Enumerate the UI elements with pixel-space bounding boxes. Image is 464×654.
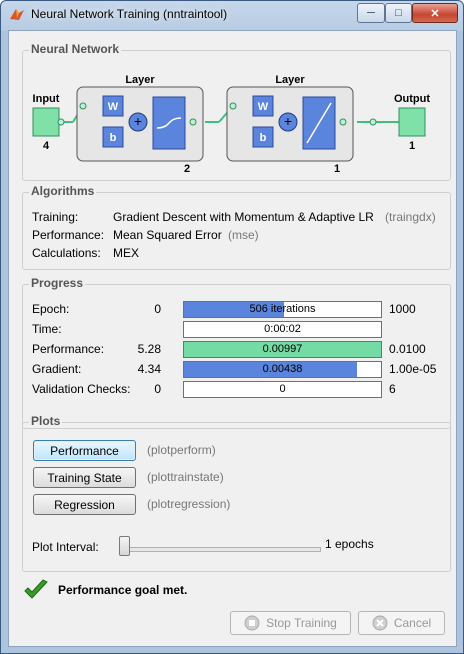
layer1-w-label: W <box>108 101 119 113</box>
time-bar: 0:00:02 <box>183 321 382 338</box>
algorithms-group: Algorithms Training: Gradient Descent wi… <box>22 184 451 270</box>
perf-bar-fill <box>184 342 381 357</box>
training-state-plot-func: (plottrainstate) <box>147 470 224 484</box>
close-button[interactable]: ✕ <box>412 3 458 23</box>
layer2-w-label: W <box>258 101 269 113</box>
client-area: Neural Network <box>8 30 457 647</box>
gradient-start: 4.34 <box>137 362 161 376</box>
window-title: Neural Network Training (nntraintool) <box>31 7 228 21</box>
layer2-b-label: b <box>260 132 267 144</box>
training-state-plot-button[interactable]: Training State <box>33 467 136 488</box>
output-node <box>369 118 377 126</box>
layer2-out-node <box>339 118 347 126</box>
stop-training-button[interactable]: Stop Training <box>230 611 351 635</box>
plots-group: Plots Performance (plotperform) Training… <box>22 414 451 572</box>
epoch-bar-text: 506 iterations <box>249 303 316 315</box>
stop-icon <box>244 615 260 631</box>
network-diagram: + + Input 4 Layer <box>32 74 430 175</box>
validation-bar-text: 0 <box>279 383 286 395</box>
validation-bar: 0 <box>183 381 382 398</box>
input-box <box>32 107 60 137</box>
svg-text:+: + <box>134 113 142 129</box>
progress-group: Progress Epoch: 0 506 iterations 1000 Ti… <box>22 276 451 429</box>
training-label: Training: <box>32 210 79 224</box>
algorithms-title: Algorithms <box>29 184 97 198</box>
layer2-b-box <box>252 126 274 148</box>
input-size: 4 <box>43 140 50 152</box>
time-label: Time: <box>32 322 62 336</box>
layer1-out-node <box>189 118 197 126</box>
stop-training-label: Stop Training <box>266 616 337 630</box>
training-value: Gradient Descent with Momentum & Adaptiv… <box>113 210 374 224</box>
gradient-end: 1.00e-05 <box>389 362 437 376</box>
layer1-size: 2 <box>184 163 190 175</box>
validation-start: 0 <box>154 382 161 396</box>
gradient-bar-text: 0.00438 <box>262 363 303 375</box>
performance-label: Performance: <box>32 228 105 242</box>
matlab-icon <box>10 9 24 20</box>
layer1-b-box <box>102 126 124 148</box>
maximize-button[interactable]: □ <box>385 3 412 23</box>
layer1-w-box <box>102 95 124 117</box>
neural-network-title: Neural Network <box>29 42 122 56</box>
plot-interval-label: Plot Interval: <box>32 540 99 554</box>
layer2-size: 1 <box>334 163 340 175</box>
svg-text:+: + <box>284 113 292 129</box>
perf-start: 5.28 <box>137 342 161 356</box>
regression-plot-button[interactable]: Regression <box>33 494 136 515</box>
validation-end: 6 <box>389 382 396 396</box>
gradient-label: Gradient: <box>32 362 82 376</box>
performance-code: (mse) <box>228 228 259 242</box>
performance-value: Mean Squared Error <box>113 228 222 242</box>
gradient-bar-fill <box>184 362 358 377</box>
purelin-line <box>306 102 332 144</box>
tansig-curve <box>156 117 182 129</box>
perf-bar-text: 0.00997 <box>262 343 303 355</box>
perf-bar: 0.00997 <box>183 341 382 358</box>
progress-title: Progress <box>29 276 86 290</box>
regression-plot-func: (plotregression) <box>147 497 231 511</box>
output-size: 1 <box>409 140 415 152</box>
title-bar[interactable]: Neural Network Training (nntraintool) ─ … <box>1 1 463 29</box>
plots-title: Plots <box>29 414 63 428</box>
input-label: Input <box>33 93 60 105</box>
layer1-in-node <box>79 102 87 110</box>
layer2-title: Layer <box>275 74 305 86</box>
validation-label: Validation Checks: <box>32 382 131 396</box>
gradient-bar: 0.00438 <box>183 361 382 378</box>
calculations-label: Calculations: <box>32 246 101 260</box>
epoch-bar-fill <box>184 302 284 317</box>
output-label: Output <box>394 93 430 105</box>
epoch-bar: 506 iterations <box>183 301 382 318</box>
perf-label: Performance: <box>32 342 105 356</box>
minimize-button[interactable]: ─ <box>357 3 385 23</box>
perf-end: 0.0100 <box>389 342 426 356</box>
layer1-sum-node <box>128 112 148 132</box>
layer2-sum-node <box>278 112 298 132</box>
calculations-value: MEX <box>113 246 140 260</box>
neural-network-group: Neural Network <box>22 42 451 181</box>
input-node <box>57 118 65 126</box>
performance-plot-button[interactable]: Performance <box>33 440 136 461</box>
epoch-start: 0 <box>154 302 161 316</box>
epoch-end: 1000 <box>389 302 416 316</box>
check-icon <box>24 579 48 599</box>
training-code: (traingdx) <box>385 210 436 224</box>
performance-plot-func: (plotperform) <box>147 443 216 457</box>
layer2-w-box <box>252 95 274 117</box>
plot-interval-track[interactable] <box>119 547 321 552</box>
cancel-icon <box>372 615 388 631</box>
plot-interval-thumb[interactable] <box>119 536 130 556</box>
output-box <box>398 107 426 137</box>
epoch-label: Epoch: <box>32 302 70 316</box>
plot-interval-value: 1 epochs <box>325 537 374 551</box>
status-message: Performance goal met. <box>58 583 188 597</box>
layer2-in-node <box>229 102 237 110</box>
layer1-title: Layer <box>125 74 155 86</box>
time-bar-text: 0:00:02 <box>264 323 301 335</box>
layer1-b-label: b <box>110 132 117 144</box>
cancel-label: Cancel <box>393 616 432 630</box>
cancel-button[interactable]: Cancel <box>358 611 445 635</box>
